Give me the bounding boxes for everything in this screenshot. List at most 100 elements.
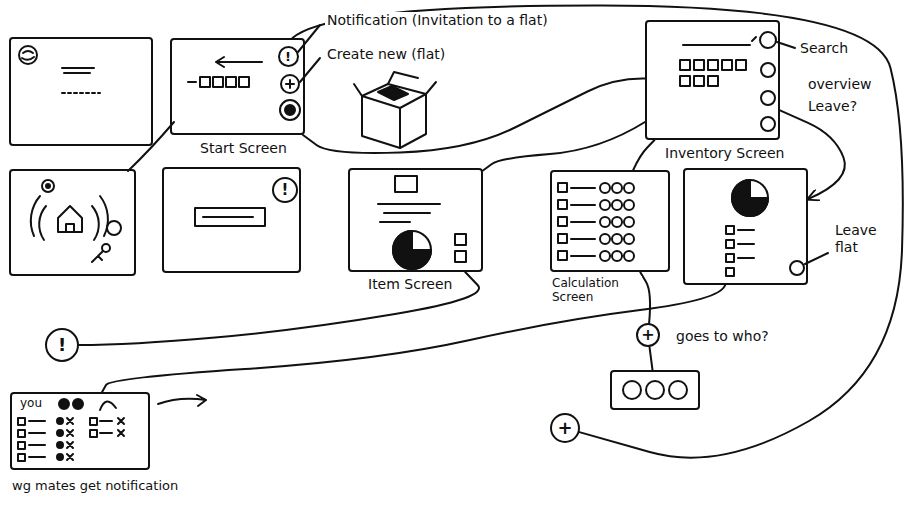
calculation-rows <box>571 204 595 206</box>
sketch-link <box>128 122 174 171</box>
notification-screen-rows <box>57 454 63 460</box>
notification-screen-sketch <box>195 208 265 226</box>
overview-screen-sketch <box>738 243 754 245</box>
notification-screen-rows <box>18 454 25 461</box>
inventory-screen-sketch <box>694 76 704 86</box>
flow-connector <box>293 5 903 457</box>
notification-screen-rows <box>18 418 25 425</box>
assign-box: goes to who? <box>610 370 700 410</box>
screen-title: Inventory Screen <box>663 145 786 162</box>
calculation-rows <box>571 221 595 223</box>
notification-screen-sketch <box>203 216 253 218</box>
callout-text: overview <box>806 76 873 93</box>
item-screen-sketch <box>378 176 466 269</box>
start-screen-sketch <box>213 77 223 87</box>
house-illustration <box>46 184 50 188</box>
flow-connector <box>483 122 645 171</box>
notification-screen-rows <box>18 430 25 437</box>
screen-frame: Start Screen! <box>170 38 305 135</box>
calculation-rows <box>558 200 567 209</box>
inventory-screen-sketch <box>683 37 756 45</box>
screen-title: goes to who? <box>674 328 771 345</box>
start-screen-sketch <box>188 81 196 83</box>
calculation-rows <box>600 200 610 210</box>
overview-screen-sketch <box>726 254 734 262</box>
calculation-rows <box>600 234 610 244</box>
assignee-circles <box>669 381 687 399</box>
notification-button: ! <box>278 46 299 67</box>
notification-screen-rows <box>90 418 97 425</box>
start-screen-sketch <box>280 100 300 120</box>
notification-screen-rows <box>73 399 83 409</box>
inventory-screen-sketch <box>708 76 718 86</box>
flow-connector <box>780 110 845 199</box>
house-illustration <box>107 221 121 235</box>
calculation-rows <box>612 217 622 227</box>
flow-connector <box>650 347 653 370</box>
calculation-rows <box>571 238 595 240</box>
icon-glyph: ! <box>285 50 291 63</box>
assignee-circles <box>623 381 687 399</box>
notification-screen-rows <box>100 418 124 424</box>
screen-frame <box>10 38 152 145</box>
calculation-rows <box>612 234 622 244</box>
box-illustration <box>354 72 436 148</box>
item-screen-sketch <box>455 251 466 262</box>
flow-connector <box>79 272 479 345</box>
icon-glyph: ! <box>282 183 289 198</box>
calculation-rows <box>558 183 634 261</box>
add-button: + <box>550 413 580 443</box>
notification-icon: ! <box>45 328 79 362</box>
overview-screen-sketch <box>732 180 768 216</box>
item-screen-sketch <box>393 231 431 269</box>
inventory-screen-sketch <box>680 32 795 131</box>
overview-screen-sketch <box>738 229 754 231</box>
flow-connector <box>303 79 645 153</box>
calculation-rows <box>624 200 634 210</box>
house-illustration <box>39 206 99 240</box>
calculation-rows <box>571 187 595 189</box>
screen-sketch <box>62 92 100 94</box>
calculation-rows <box>612 200 622 210</box>
inventory-screen-sketch <box>694 60 704 70</box>
screen-title: Start Screen <box>198 140 289 157</box>
item-screen-sketch <box>455 234 466 245</box>
screen-frame <box>10 38 300 275</box>
assignee-circles <box>623 381 641 399</box>
screen-sketch <box>19 46 37 64</box>
screen-frame <box>10 170 135 275</box>
overview-screen-sketch <box>732 180 768 216</box>
calculation-rows <box>612 251 622 261</box>
icon-glyph: + <box>641 327 654 343</box>
notification-screen-rows <box>100 401 116 410</box>
notification-screen-rows <box>57 430 63 436</box>
overview-screen-sketch <box>726 240 734 248</box>
screen-title: you <box>18 396 44 410</box>
notification-screen-rows <box>29 444 45 446</box>
house-illustration <box>92 251 103 262</box>
notification-screen-rows <box>29 420 45 422</box>
screen-sketch <box>19 46 100 93</box>
inventory-screen-sketch <box>761 63 775 77</box>
calculation-rows <box>600 183 610 193</box>
icon-glyph: + <box>557 419 572 437</box>
notification-screen-rows <box>90 430 97 437</box>
callout-text: Create new (flat) <box>325 46 447 63</box>
notification-screen-rows <box>29 456 45 458</box>
start-screen-sketch <box>216 57 262 67</box>
start-screen-sketch <box>286 80 294 88</box>
calculation-rows <box>558 217 567 226</box>
notification-screen-rows <box>67 418 73 424</box>
inventory-screen-sketch <box>722 60 732 70</box>
calculation-rows <box>624 217 634 227</box>
notification-button: ! <box>272 177 298 203</box>
notification-screen-rows <box>29 432 45 434</box>
calculation-rows <box>624 251 634 261</box>
overview-screen-sketch <box>726 226 734 234</box>
screen-frame: Leave flat <box>683 168 808 285</box>
inventory-screen-sketch <box>760 32 776 48</box>
